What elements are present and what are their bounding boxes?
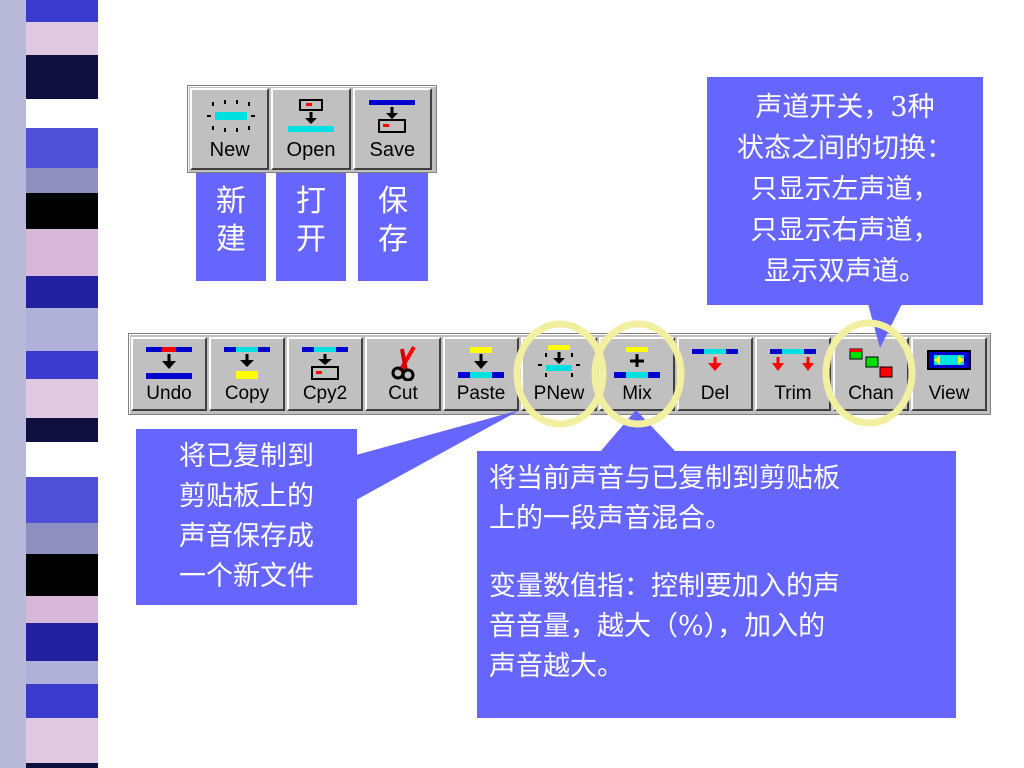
edit-toolbar: Undo Copy Cpy2 Cut: [128, 333, 991, 415]
stripe-block: [26, 128, 98, 168]
pnew-callout-line: 将已复制到: [179, 441, 314, 472]
channel-icon: [849, 348, 893, 378]
copy2-label: Cpy2: [302, 383, 348, 404]
mix-callout-line: 上的一段声音混合。: [489, 503, 732, 534]
channel-callout-line: 声道开关，3种: [755, 92, 935, 123]
channel-callout-line: 状态之间的切换：: [737, 133, 953, 164]
stripe-block: [26, 193, 98, 229]
file-toolbar: New Open Save: [187, 85, 437, 173]
paste-new-label: PNew: [533, 383, 585, 404]
channel-callout-line: 只显示右声道，: [750, 215, 940, 246]
mix-button[interactable]: Mix: [599, 337, 675, 411]
mix-label: Mix: [622, 383, 652, 404]
open-label: Open: [286, 139, 336, 161]
copy-label: Copy: [224, 383, 270, 404]
stripe-block: [26, 168, 98, 193]
delete-icon: [692, 349, 738, 371]
pnew-callout-line: 剪贴板上的: [179, 481, 314, 512]
paste-label: Paste: [456, 383, 506, 404]
stripe-block: [26, 661, 98, 684]
open-caption-line1: 打: [296, 184, 326, 219]
stripe-block: [26, 418, 98, 442]
mix-callout: 将当前声音与已复制到剪贴板 上的一段声音混合。 变量数值指：控制要加入的声 音音…: [477, 451, 956, 718]
undo-label: Undo: [146, 383, 192, 404]
open-caption-line2: 开: [296, 222, 326, 257]
cut-button[interactable]: Cut: [365, 337, 441, 411]
copy-button[interactable]: Copy: [209, 337, 285, 411]
copy2-button[interactable]: Cpy2: [287, 337, 363, 411]
stripe-block: [26, 351, 98, 379]
copy2-icon: [302, 347, 348, 380]
stripe-block: [26, 0, 98, 22]
delete-button[interactable]: Del: [677, 337, 753, 411]
stripe-block: [26, 623, 98, 661]
mix-callout-pointer: [600, 410, 676, 452]
channel-button[interactable]: Chan: [833, 337, 909, 411]
paste-new-button[interactable]: PNew: [521, 337, 597, 411]
trim-button[interactable]: Trim: [755, 337, 831, 411]
view-label: View: [928, 383, 970, 404]
new-caption-line1: 新: [216, 184, 246, 219]
stripe-block: [26, 763, 98, 768]
decorative-stripe: [0, 0, 118, 768]
open-icon: [287, 99, 334, 132]
pnew-callout: 将已复制到 剪贴板上的 声音保存成 一个新文件: [136, 429, 357, 605]
mix-callout-line: 音音量，越大（%），加入的: [489, 611, 826, 642]
stripe-block: [26, 276, 98, 308]
stripe-block: [26, 442, 98, 477]
mix-callout-line: 将当前声音与已复制到剪贴板: [489, 463, 840, 494]
pnew-callout-line: 声音保存成: [179, 521, 314, 552]
mix-icon: [614, 347, 660, 378]
stripe-block: [26, 684, 98, 718]
mix-callout-spacer: [489, 539, 944, 567]
open-caption: 打 开: [276, 173, 346, 281]
paste-icon: [458, 347, 504, 378]
channel-callout-line: 只显示左声道，: [750, 174, 940, 205]
view-button[interactable]: View: [911, 337, 987, 411]
pnew-callout-line: 一个新文件: [179, 561, 314, 592]
new-caption-line2: 建: [216, 222, 246, 257]
save-icon: [369, 100, 416, 133]
delete-label: Del: [700, 383, 730, 404]
scissors-icon: [391, 345, 416, 381]
trim-label: Trim: [774, 383, 812, 404]
paste-button[interactable]: Paste: [443, 337, 519, 411]
trim-icon: [770, 349, 816, 371]
view-icon: [927, 350, 971, 370]
stripe-block: [26, 477, 98, 523]
stripe-block: [26, 229, 98, 276]
channel-label: Chan: [848, 383, 894, 404]
save-caption: 保 存: [358, 173, 428, 281]
undo-button[interactable]: Undo: [131, 337, 207, 411]
save-caption-line1: 保: [378, 184, 408, 219]
stripe-block: [26, 596, 98, 623]
stripe-block: [26, 308, 98, 351]
save-label: Save: [369, 139, 416, 161]
open-button[interactable]: Open: [271, 88, 351, 170]
cut-label: Cut: [388, 383, 418, 404]
undo-icon: [146, 347, 192, 379]
stripe-block: [26, 523, 98, 554]
save-caption-line2: 存: [378, 222, 408, 257]
stripe-block: [26, 22, 98, 55]
stripe-block: [26, 718, 98, 763]
mix-callout-line: 声音越大。: [489, 651, 624, 682]
new-label: New: [209, 139, 250, 161]
stripe-block: [26, 554, 98, 596]
stripe-block: [26, 55, 98, 99]
channel-callout: 声道开关，3种 状态之间的切换： 只显示左声道， 只显示右声道， 显示双声道。: [707, 77, 983, 305]
new-icon: [206, 100, 255, 132]
new-button[interactable]: New: [190, 88, 270, 170]
copy-icon: [224, 347, 270, 379]
stripe-block: [26, 379, 98, 418]
stripe-block: [26, 99, 98, 128]
new-caption: 新 建: [196, 173, 266, 281]
save-button[interactable]: Save: [352, 88, 432, 170]
paste-new-icon: [538, 345, 580, 377]
channel-callout-line: 显示双声道。: [764, 256, 926, 287]
mix-callout-line: 变量数值指：控制要加入的声: [489, 571, 840, 602]
